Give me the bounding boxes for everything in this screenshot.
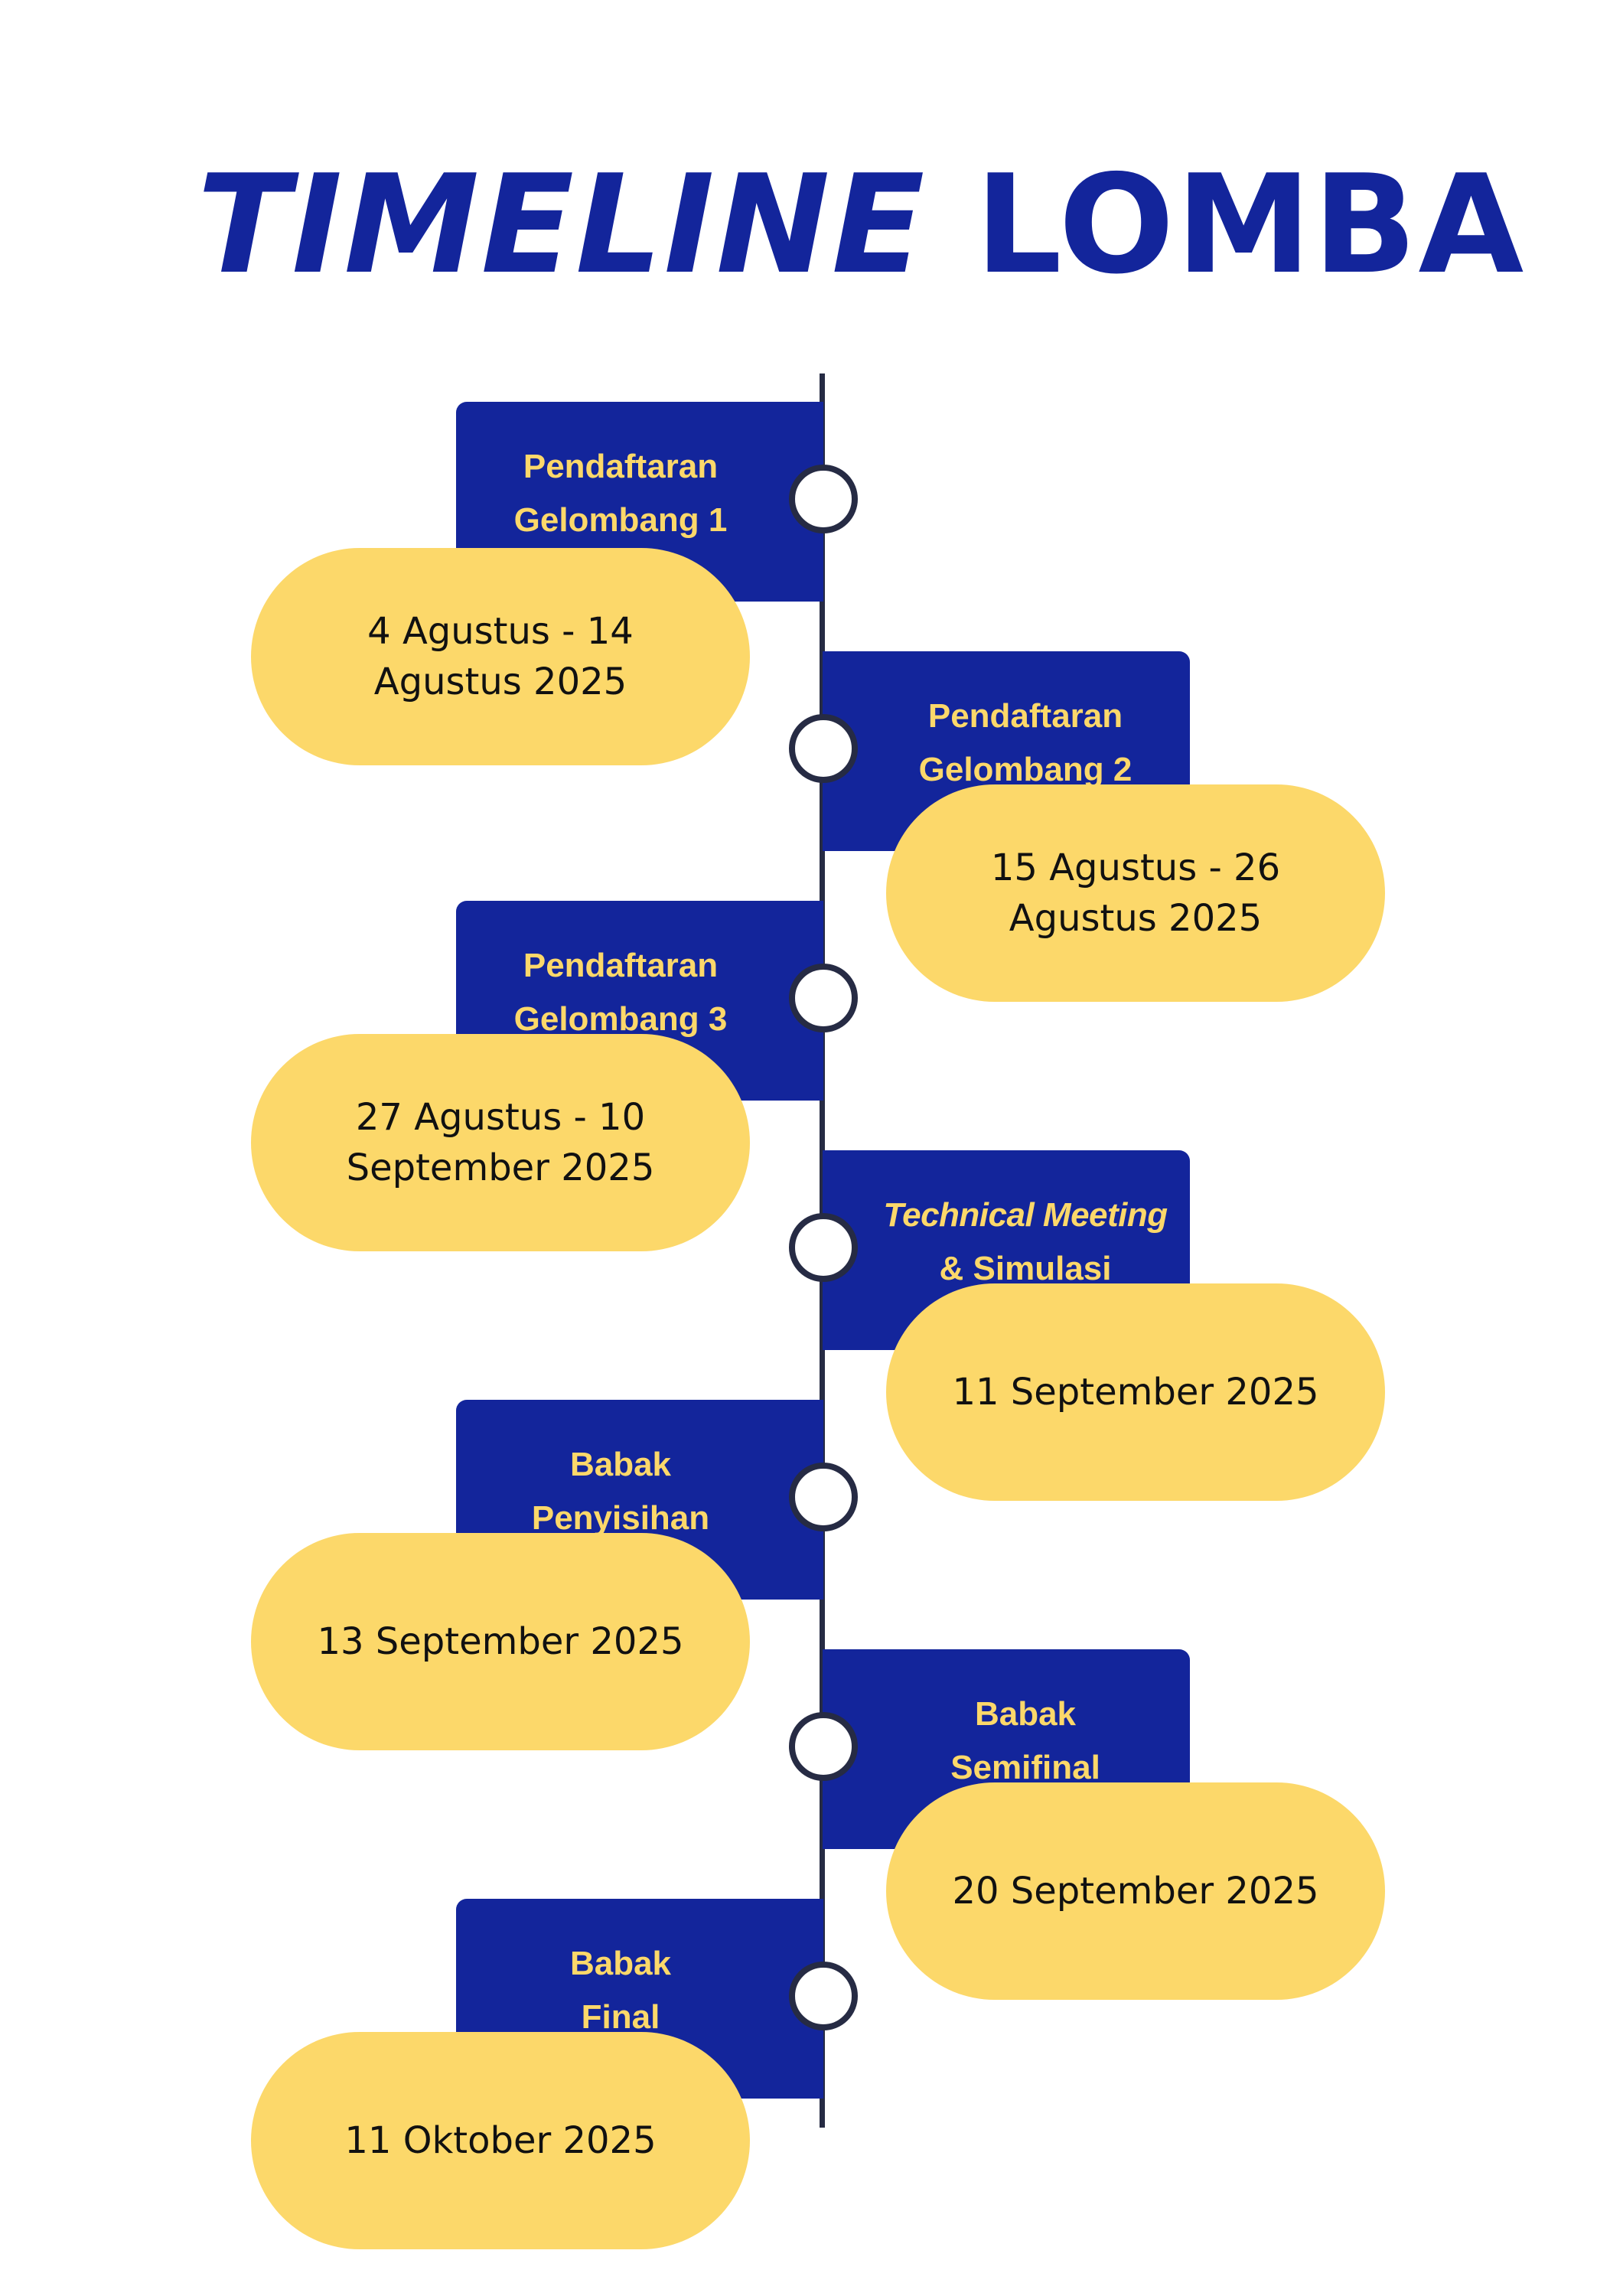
event-date: 20 September 2025 (952, 1870, 1319, 1913)
event-date-pill: 4 Agustus - 14 Agustus 2025 (251, 548, 750, 765)
event-label-line: & Simulasi (939, 1250, 1112, 1287)
timeline-node-icon (789, 1962, 858, 2030)
page-title: TIMELINE LOMBA (0, 145, 1623, 304)
timeline-node-icon (789, 714, 858, 783)
timeline-node-icon (789, 964, 858, 1032)
event-date-pill: 11 September 2025 (886, 1283, 1385, 1501)
event-date: 11 Oktober 2025 (344, 2119, 657, 2162)
event-date: 27 Agustus - 10 September 2025 (346, 1096, 655, 1189)
timeline-node-icon (789, 1213, 858, 1282)
event-date: 4 Agustus - 14 Agustus 2025 (367, 610, 634, 703)
event-label-line: Gelombang 1 (513, 501, 728, 539)
title-part-1: TIMELINE (197, 145, 927, 304)
event-label-line: Gelombang 2 (918, 751, 1133, 788)
event-label-line: Babak (974, 1695, 1077, 1733)
event-label-line: Technical Meeting (883, 1196, 1168, 1234)
event-label-line: Babak (569, 1945, 672, 1982)
event-label-line: Babak (569, 1446, 672, 1483)
event-label-line: Pendaftaran (523, 448, 719, 485)
event-date-pill: 15 Agustus - 26 Agustus 2025 (886, 784, 1385, 1002)
event-date-pill: 20 September 2025 (886, 1782, 1385, 2000)
event-label-line: Pendaftaran (523, 947, 719, 984)
timeline-node-icon (789, 465, 858, 533)
event-date-pill: 27 Agustus - 10 September 2025 (251, 1034, 750, 1251)
event-date: 13 September 2025 (317, 1620, 684, 1663)
event-date-pill: 11 Oktober 2025 (251, 2032, 750, 2249)
timeline-node-icon (789, 1463, 858, 1531)
event-label-line: Pendaftaran (927, 697, 1123, 735)
event-date: 11 September 2025 (952, 1371, 1319, 1414)
event-date: 15 Agustus - 26 Agustus 2025 (990, 846, 1281, 940)
event-label-line: Gelombang 3 (513, 1000, 728, 1038)
event-label-line: Final (581, 1998, 660, 2036)
title-part-2: LOMBA (975, 145, 1526, 304)
event-label-line: Semifinal (950, 1749, 1100, 1786)
timeline-node-icon (789, 1712, 858, 1781)
event-date-pill: 13 September 2025 (251, 1533, 750, 1750)
event-label-line: Penyisihan (531, 1499, 710, 1537)
